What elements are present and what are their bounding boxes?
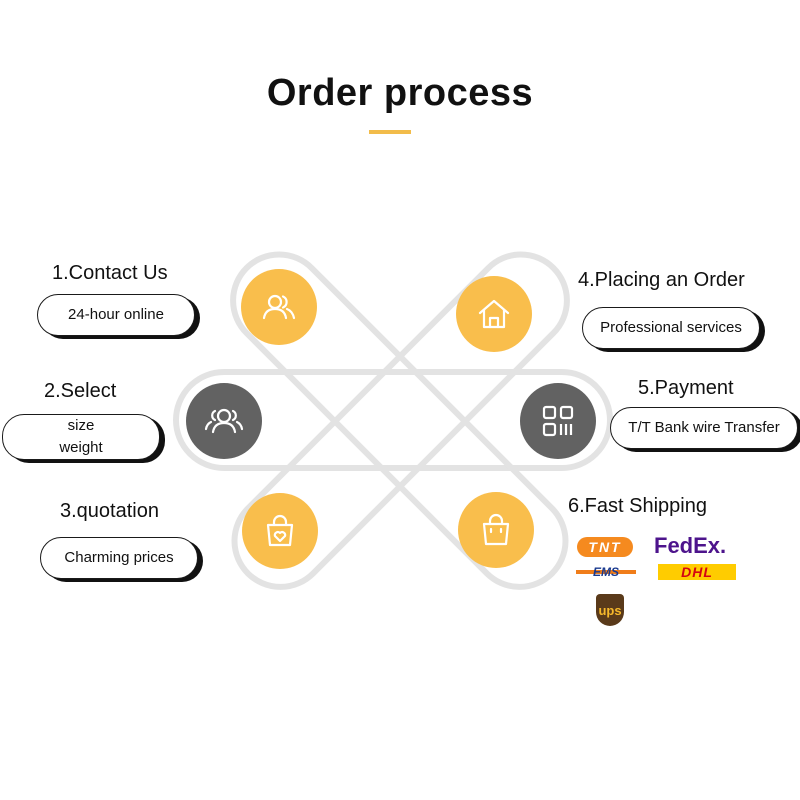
contact-us-node <box>241 269 317 345</box>
step-payment-label: 5.Payment <box>638 377 734 399</box>
step-placing-order-detail: Professional services <box>582 307 760 349</box>
fedex-logo: FedEx. <box>654 533 726 559</box>
tnt-logo: TNT <box>577 537 633 557</box>
detail-text: 24-hour online <box>68 306 164 323</box>
step-placing-order-label: 4.Placing an Order <box>578 269 745 291</box>
detail-weight: weight <box>59 439 103 456</box>
qr-code-icon <box>542 405 574 437</box>
diagonal-track-b <box>231 251 570 590</box>
diagonal-track-a <box>230 251 569 590</box>
detail-text: Professional services <box>600 319 742 336</box>
users-icon <box>204 408 244 434</box>
select-node <box>186 383 262 459</box>
title-underline <box>369 130 411 134</box>
ems-logo: EMS <box>576 565 636 579</box>
home-icon <box>478 299 510 329</box>
step-quotation-detail: Charming prices <box>40 537 198 579</box>
horizontal-track <box>173 369 613 471</box>
fast-shipping-node <box>458 492 534 568</box>
step-fast-shipping-label: 6.Fast Shipping <box>568 495 707 517</box>
detail-text: Charming prices <box>64 549 174 566</box>
step-select-label: 2.Select <box>44 380 117 402</box>
users-icon <box>262 294 296 320</box>
step-payment-detail: T/T Bank wire Transfer <box>610 407 798 449</box>
dhl-logo: DHL <box>658 564 736 580</box>
placing-order-node <box>456 276 532 352</box>
shopping-bag-icon <box>482 513 510 546</box>
ups-logo: ups <box>596 594 624 626</box>
quotation-node <box>242 493 318 569</box>
shopping-bag-heart-icon <box>266 514 294 547</box>
step-select-detail: size weight <box>2 414 160 460</box>
fedex-logo-text: FedEx. <box>654 533 727 558</box>
payment-node <box>520 383 596 459</box>
step-contact-us-detail: 24-hour online <box>37 294 195 336</box>
page-title: Order process <box>266 72 534 114</box>
detail-size: size <box>67 417 95 434</box>
detail-text: T/T Bank wire Transfer <box>628 419 780 436</box>
step-contact-us-label: 1.Contact Us <box>52 262 168 284</box>
step-quotation-label: 3.quotation <box>60 500 159 522</box>
